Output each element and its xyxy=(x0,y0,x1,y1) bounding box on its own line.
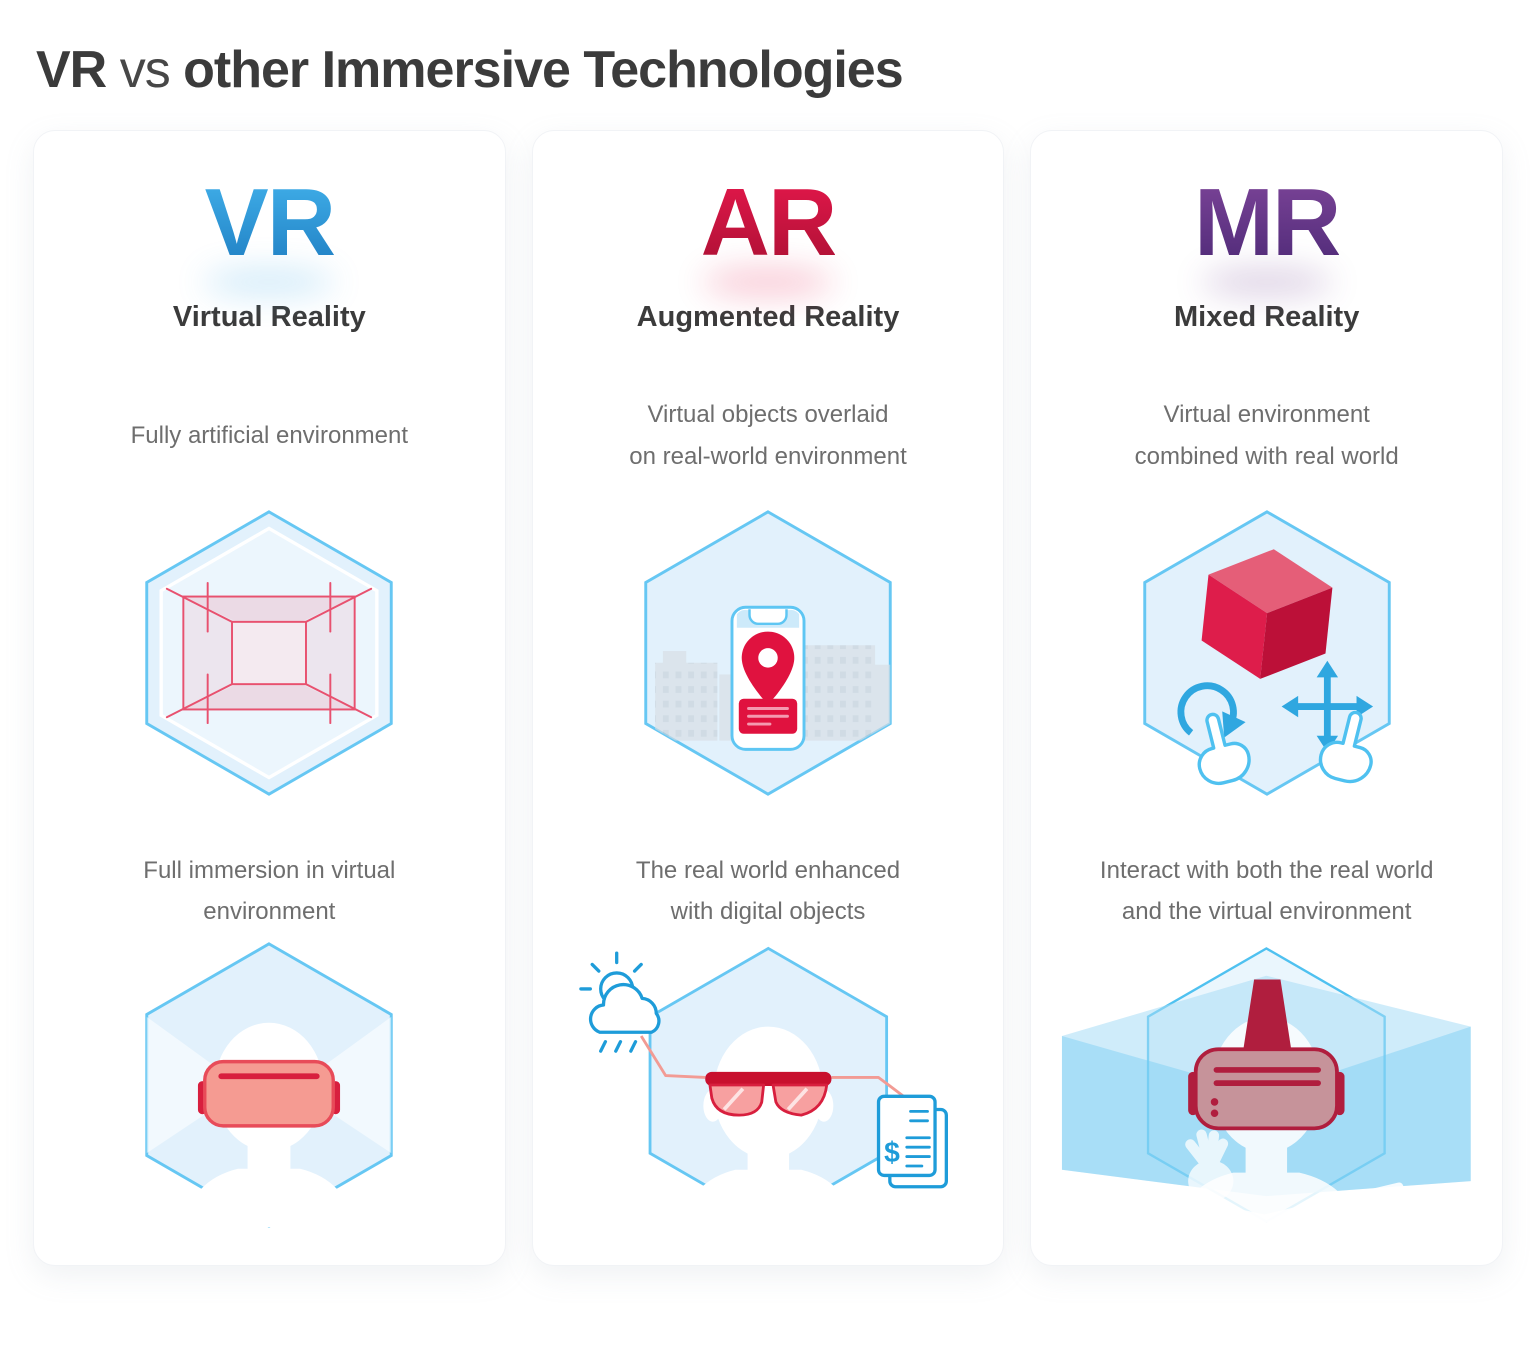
hexagon-person-ar-glasses-data-icon: $ xyxy=(578,946,948,1225)
page-title: VR vs other Immersive Technologies xyxy=(36,40,1536,100)
hexagon-phone-location-city-icon xyxy=(644,510,892,797)
ar-description-1: Virtual objects overlaid on real-world e… xyxy=(629,401,907,470)
vr-abbr: VR xyxy=(204,169,336,276)
invoice-document-icon: $ xyxy=(876,1094,948,1189)
mr-abbr-glow xyxy=(1200,269,1333,295)
info-card-icon xyxy=(738,699,798,735)
smartphone-icon xyxy=(730,606,806,752)
vr-description-2: Full immersion in virtual environment xyxy=(143,856,396,926)
floor-sheet-edge xyxy=(1135,1182,1404,1224)
red-room-wireframe-icon xyxy=(166,582,373,725)
mr-headset-icon xyxy=(1188,979,1345,1131)
mr-description-2: Interact with both the real world and th… xyxy=(1099,856,1434,926)
ar-subtitle: Augmented Reality xyxy=(636,300,900,333)
ar-abbr-glow xyxy=(702,269,834,295)
mr-subtitle: Mixed Reality xyxy=(1174,300,1360,333)
location-pin-icon xyxy=(741,632,795,706)
title-vs: vs xyxy=(106,41,184,99)
dollar-glyph: $ xyxy=(884,1136,900,1168)
mr-headset-person-hexagon-icon xyxy=(1045,939,1488,1231)
rotate-gesture-icon xyxy=(1177,682,1246,739)
title-vr: VR xyxy=(36,41,107,99)
mr-cube-hands-hexagon-icon xyxy=(1045,507,1488,799)
red-cube-icon xyxy=(1201,549,1333,680)
card-mr: MR Mixed Reality Virtual environment com… xyxy=(1030,130,1504,1266)
person-silhouette xyxy=(683,1026,854,1225)
mr-description-1: Virtual environment combined with real w… xyxy=(1134,401,1399,470)
ar-phone-hexagon-icon xyxy=(547,507,990,799)
hexagon-virtual-room-icon xyxy=(145,510,394,797)
raised-hand-icon xyxy=(1185,1129,1234,1202)
vr-headset-icon xyxy=(198,1059,341,1128)
ar-glasses-person-hexagon-icon: $ xyxy=(547,939,990,1231)
hexagon-person-mr-headset-projection-icon xyxy=(1062,947,1472,1227)
hexagon-person-vr-headset-icon xyxy=(145,942,394,1228)
comparison-cards: VR Virtual Reality Fully artificial envi… xyxy=(33,130,1504,1266)
vr-headset-person-hexagon-icon xyxy=(48,939,491,1231)
mr-abbr: MR xyxy=(1194,169,1341,276)
card-ar: AR Augmented Reality Virtual objects ove… xyxy=(531,130,1005,1266)
vr-subtitle: Virtual Reality xyxy=(172,300,366,333)
ar-abbr: AR xyxy=(700,169,838,276)
data-connector-lines xyxy=(639,1035,910,1102)
vr-room-hexagon-icon xyxy=(48,507,491,799)
card-vr: VR Virtual Reality Fully artificial envi… xyxy=(33,130,506,1266)
sun-cloud-weather-icon xyxy=(578,951,661,1053)
ar-description-2: The real world enhanced with digital obj… xyxy=(635,856,901,926)
hexagon-cube-gesture-hands-icon xyxy=(1142,510,1391,797)
vr-description-1: Fully artificial environment xyxy=(130,422,409,450)
vr-abbr-glow xyxy=(203,269,336,295)
ar-glasses-icon xyxy=(704,1071,832,1117)
title-rest: other Immersive Technologies xyxy=(183,41,903,99)
